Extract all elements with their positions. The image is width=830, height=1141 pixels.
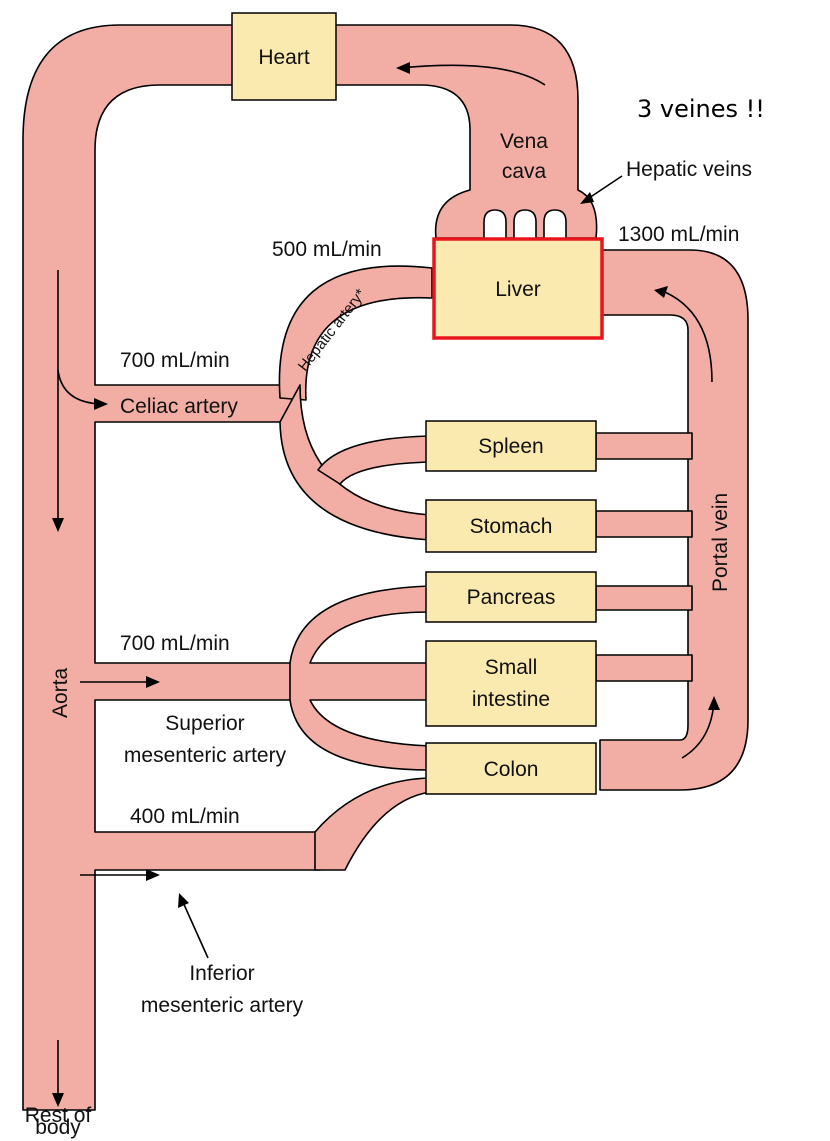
- vena-cava: [334, 24, 598, 239]
- pancreas-vein: [595, 585, 693, 611]
- rest-of-body-label-1: Rest of: [25, 1104, 92, 1127]
- sma-flow-label: 700 mL/min: [120, 632, 230, 655]
- hepatic-artery: [278, 265, 433, 401]
- celiac-artery-label: Celiac artery: [120, 395, 238, 418]
- portal-flow-label: 1300 mL/min: [618, 223, 739, 246]
- liver-label: Liver: [495, 278, 541, 301]
- sma-label-2: mesenteric artery: [124, 744, 287, 767]
- hepatic-artery-flow-label: 500 mL/min: [272, 238, 382, 261]
- flow-arrows: [52, 62, 720, 1107]
- portal-vein-label: Portal vein: [709, 493, 732, 592]
- heart-box: [231, 12, 337, 101]
- heart-label: Heart: [258, 46, 310, 69]
- ima-label-1: Inferior: [189, 962, 254, 985]
- small-intestine-label-1: Small: [485, 656, 538, 679]
- vessels: [22, 24, 749, 1111]
- small-intestine-box: [425, 640, 597, 727]
- small-intestine-label-2: intestine: [472, 688, 550, 711]
- stomach-label: Stomach: [470, 515, 553, 538]
- aorta: [22, 24, 321, 1111]
- ima-label-2: mesenteric artery: [141, 994, 304, 1017]
- portal-vein: [599, 249, 749, 791]
- ima-branch: [314, 777, 431, 871]
- small-intestine-vein: [595, 654, 693, 682]
- stomach-box: [425, 499, 597, 553]
- spleen-vein: [595, 432, 693, 460]
- liver-highlight: [432, 237, 604, 340]
- splenic-artery: [317, 435, 431, 485]
- celiac-flow-label: 700 mL/min: [120, 349, 230, 372]
- rest-of-body-label-2: body: [35, 1116, 81, 1139]
- organs: [231, 12, 604, 795]
- pancreas-label: Pancreas: [467, 586, 556, 609]
- aorta-label: Aorta: [49, 667, 72, 718]
- ima-flow-label: 400 mL/min: [130, 805, 240, 828]
- colon-label: Colon: [484, 758, 539, 781]
- hepatic-vein-openings: [483, 209, 567, 238]
- vena-cava-label-2: cava: [502, 160, 547, 183]
- vena-cava-label-1: Vena: [500, 130, 548, 153]
- stomach-vein: [595, 510, 693, 538]
- sma-branches: [289, 585, 431, 771]
- spleen-label: Spleen: [478, 435, 543, 458]
- colon-box: [425, 742, 597, 795]
- spleen-box: [425, 420, 597, 472]
- annotation-note: 3 veines !!: [637, 95, 765, 123]
- hepatic-veins-label: Hepatic veins: [626, 158, 752, 181]
- pancreas-box: [425, 571, 597, 623]
- sma-label-1: Superior: [165, 712, 244, 735]
